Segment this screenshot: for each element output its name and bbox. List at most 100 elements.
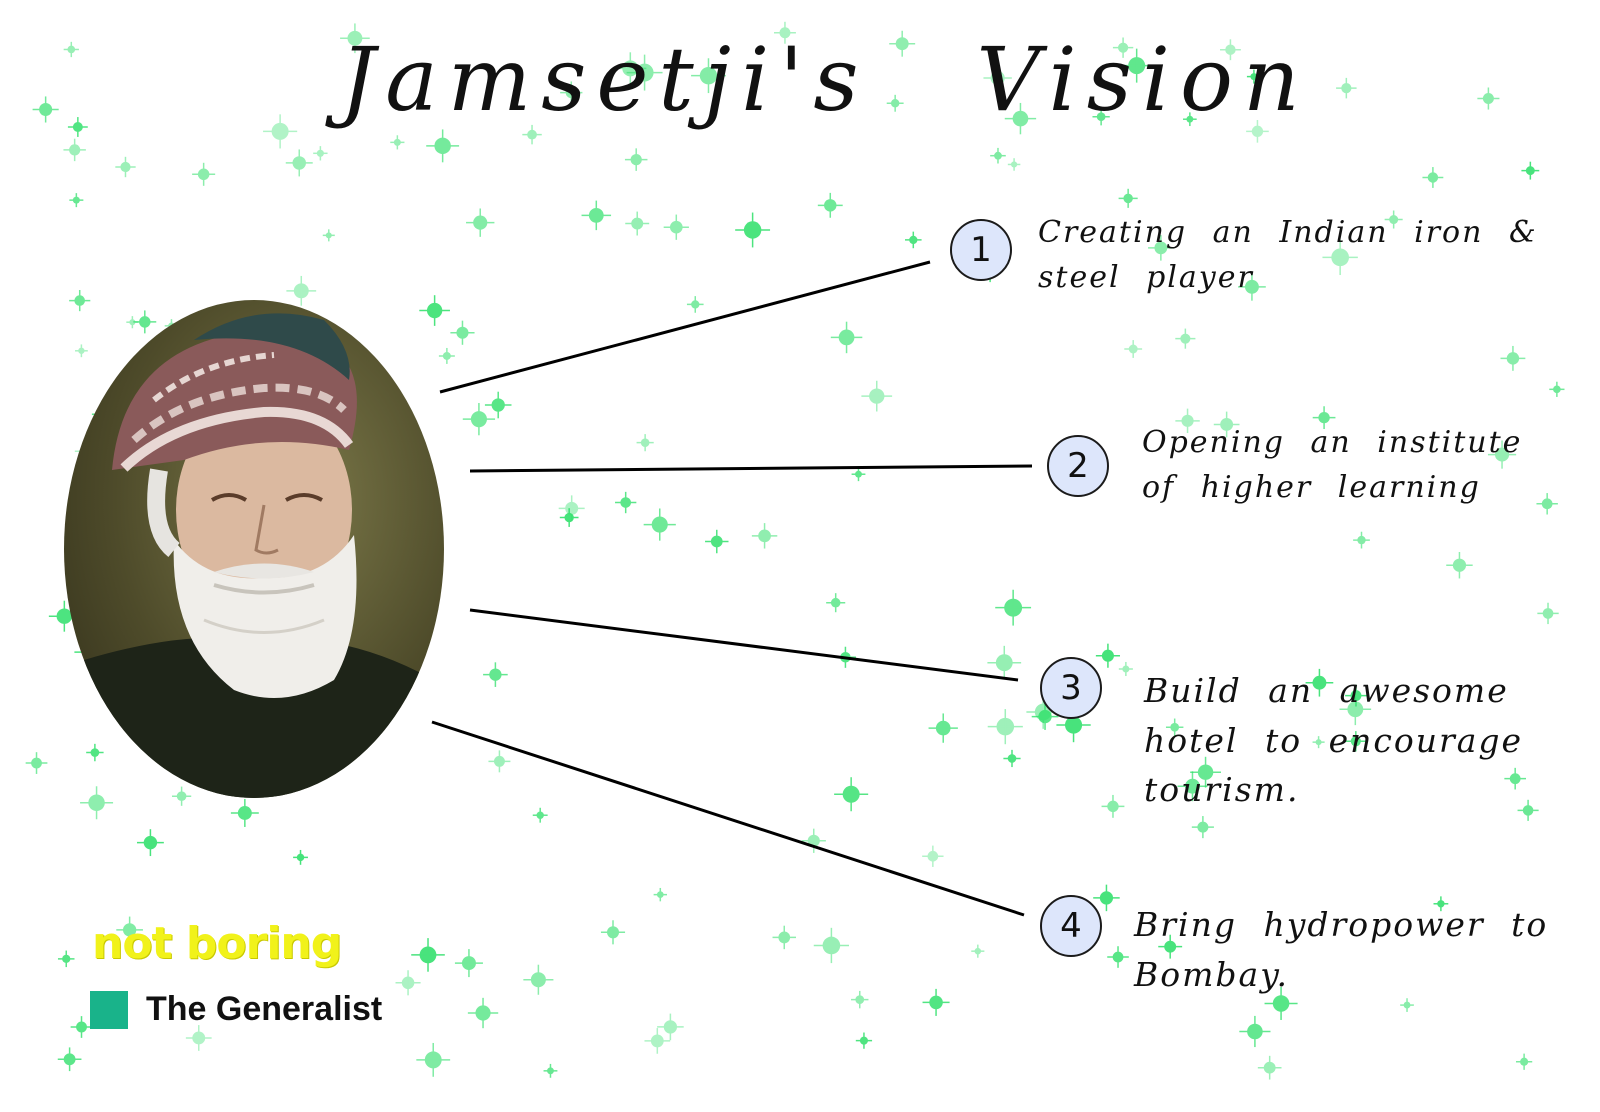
sparkle-star — [32, 96, 59, 123]
sparkle-star — [1487, 440, 1517, 469]
sparkle-star — [971, 944, 985, 958]
sparkle-star — [1119, 48, 1154, 83]
sparkle-star — [636, 434, 654, 452]
sparkle-star — [1422, 167, 1444, 188]
sparkle-star — [1322, 239, 1358, 276]
sparkle-star — [581, 200, 612, 231]
vision-number-badge-4: 4 — [1040, 895, 1102, 957]
sparkle-star — [523, 964, 554, 995]
sparkle-star — [1092, 108, 1110, 126]
sparkle-star — [1220, 39, 1241, 61]
the-generalist-logo: The Generalist — [90, 990, 382, 1029]
sparkle-star — [1093, 884, 1120, 912]
sparkle-star — [834, 777, 869, 812]
sparkle-star — [705, 529, 729, 554]
vision-4-line-1: Bring hydropower to — [1134, 905, 1549, 944]
sparkle-star — [1246, 120, 1269, 143]
sparkle-star — [1191, 816, 1214, 839]
sparkle-star — [419, 295, 450, 326]
connector-line-3 — [469, 608, 1019, 682]
sparkle-star — [1183, 112, 1197, 127]
sparkle-star — [995, 589, 1032, 626]
sparkle-star — [133, 310, 157, 334]
sparkle-star — [855, 1032, 873, 1049]
sparkle-star — [48, 600, 80, 632]
sparkle-star — [390, 135, 405, 150]
sparkle-star — [772, 925, 796, 950]
sparkle-star — [861, 380, 893, 412]
sparkle-star — [1148, 235, 1174, 261]
sparkle-star — [625, 211, 650, 236]
sparkle-star — [1238, 272, 1266, 301]
sparkle-star — [663, 214, 689, 240]
sparkle-star — [484, 391, 512, 419]
sparkle-star — [483, 662, 508, 687]
sparkle-star — [25, 752, 48, 774]
sparkle-star — [286, 275, 317, 306]
sparkle-star — [532, 807, 548, 823]
sparkle-star — [1400, 998, 1414, 1012]
sparkle-star — [1500, 345, 1526, 371]
sparkle-star — [801, 828, 826, 853]
sparkle-star — [522, 124, 542, 145]
vision-number-badge-3: 3 — [1040, 657, 1102, 719]
vision-number-badge-2: 2 — [1047, 435, 1109, 497]
sparkle-star — [116, 916, 143, 944]
sparkle-star — [1504, 767, 1526, 790]
sparkle-star — [1312, 406, 1336, 429]
vision-note-2: Opening an institute of higher learning — [1142, 420, 1522, 510]
sparkle-star — [922, 845, 944, 867]
vision-number-badge-1: 1 — [950, 219, 1012, 281]
sparkle-star — [1515, 1053, 1533, 1070]
sparkle-star — [466, 208, 495, 237]
sparkle-star — [558, 495, 585, 522]
vision-3-line-1: Build an awesome — [1144, 671, 1509, 710]
sparkle-star — [467, 997, 499, 1029]
sparkle-star — [426, 129, 460, 163]
sparkle-star — [263, 114, 298, 149]
sparkle-star — [1239, 1015, 1271, 1048]
sparkle-star — [614, 52, 647, 85]
sparkle-star — [1446, 552, 1473, 579]
sparkle-star — [826, 593, 846, 613]
generalist-square-icon — [90, 990, 128, 1029]
sparkle-star — [817, 192, 843, 218]
sparkle-star — [454, 949, 483, 978]
sparkle-star — [1118, 661, 1133, 677]
sparkle-star — [1112, 37, 1134, 58]
sparkle-star — [889, 30, 916, 57]
sparkle-star — [830, 321, 863, 354]
sparkle-star — [851, 990, 869, 1009]
sparkle-star — [1345, 731, 1366, 752]
sparkle-star — [1056, 707, 1091, 743]
vision-note-1: Creating an Indian iron & steel player — [1038, 210, 1538, 300]
vision-1-line-1: Creating an Indian iron & — [1038, 215, 1538, 250]
sparkle-star — [1007, 158, 1021, 171]
sparkle-star — [922, 988, 950, 1016]
sparkle-star — [70, 1016, 93, 1038]
sparkle-star — [313, 146, 328, 161]
sparkle-star — [192, 162, 216, 186]
sparkle-star — [686, 296, 704, 313]
sparkle-star — [1158, 934, 1183, 959]
sparkle-star — [1190, 756, 1221, 788]
sparkle-star — [735, 212, 771, 248]
sparkle-star — [438, 347, 455, 364]
sparkle-star — [63, 41, 79, 58]
sparkle-star — [395, 970, 421, 996]
sparkle-star — [990, 147, 1006, 164]
portrait-jamsetji-tata — [64, 300, 444, 798]
sparkle-star — [559, 508, 579, 527]
sparkle-star — [69, 289, 91, 312]
sparkle-star — [285, 149, 313, 177]
sparkle-star — [987, 645, 1022, 680]
sparkle-star — [600, 920, 626, 945]
sparkle-star — [886, 94, 904, 112]
page-title: Jamsetji's Vision — [340, 28, 1310, 131]
sparkle-star — [1246, 69, 1261, 84]
vision-note-3: Build an awesome hotel to encourage tour… — [1144, 666, 1523, 815]
portrait-illustration — [64, 313, 444, 798]
sparkle-star — [1107, 946, 1129, 968]
sparkle-star — [657, 1013, 684, 1041]
sparkle-star — [1433, 896, 1449, 912]
